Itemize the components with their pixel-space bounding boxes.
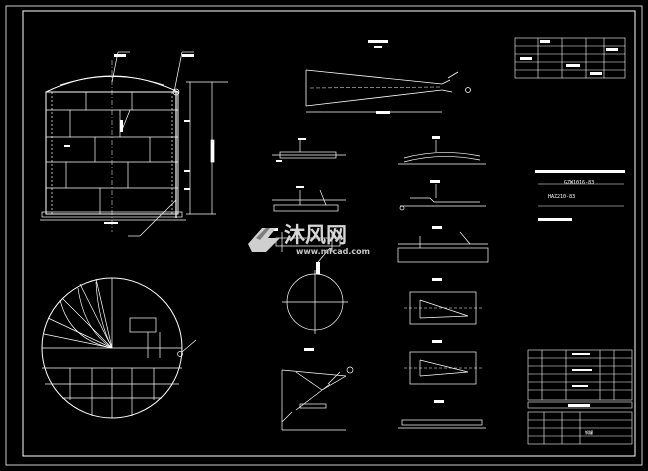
- tank-plan-view: [41, 277, 197, 419]
- title-block-name: 钢罐: [585, 429, 593, 435]
- elevation-tick-marks: [64, 54, 194, 224]
- watermark-brand: 沐风网: [284, 223, 347, 247]
- outer-border: [5, 5, 643, 466]
- tank-elevation-view: [40, 51, 228, 237]
- technical-notes: GZW1016-83 HAZ210-83: [535, 170, 625, 221]
- materials-table-top: [514, 37, 626, 79]
- note-line-2: HAZ210-83: [548, 194, 575, 200]
- section-details-left: [268, 138, 354, 431]
- watermark-site: www.mfcad.com: [296, 247, 370, 256]
- section-details-right: [397, 136, 489, 429]
- cone-detail: [305, 40, 471, 114]
- inner-border: [22, 10, 636, 457]
- title-block: 钢罐: [527, 349, 633, 445]
- mfcad-logo-icon: [248, 228, 280, 252]
- note-line-1: GZW1016-83: [564, 180, 594, 186]
- watermark: 沐风网 www.mfcad.com: [248, 223, 370, 256]
